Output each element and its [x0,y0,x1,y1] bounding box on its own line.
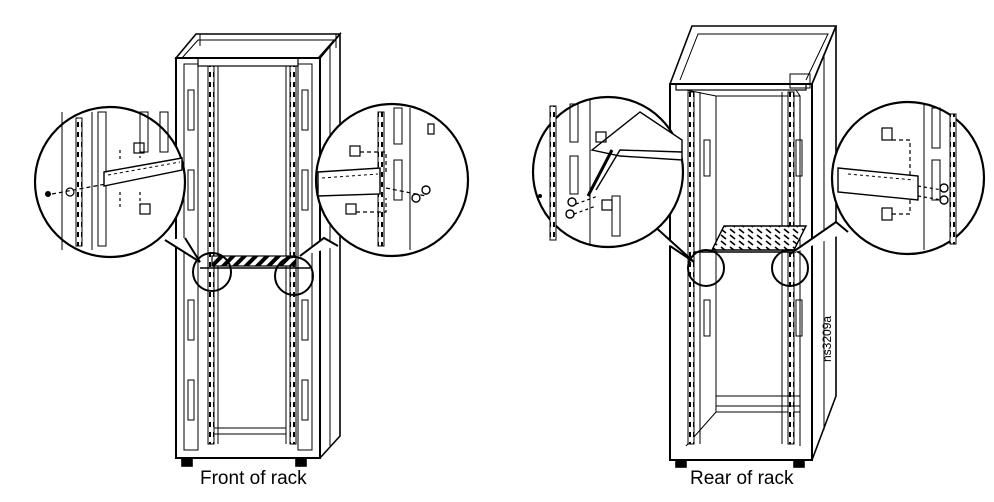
rear-left-callout [531,95,695,263]
front-of-rack-caption: Front of rack [200,468,307,489]
rear-of-rack-caption: Rear of rack [690,468,794,489]
front-rack [174,31,342,467]
rear-rack [668,25,838,468]
front-right-callout [299,102,470,258]
figure-id-label: ns3209a [820,315,834,362]
rear-right-callout [789,100,986,256]
front-left-callout [33,105,201,263]
